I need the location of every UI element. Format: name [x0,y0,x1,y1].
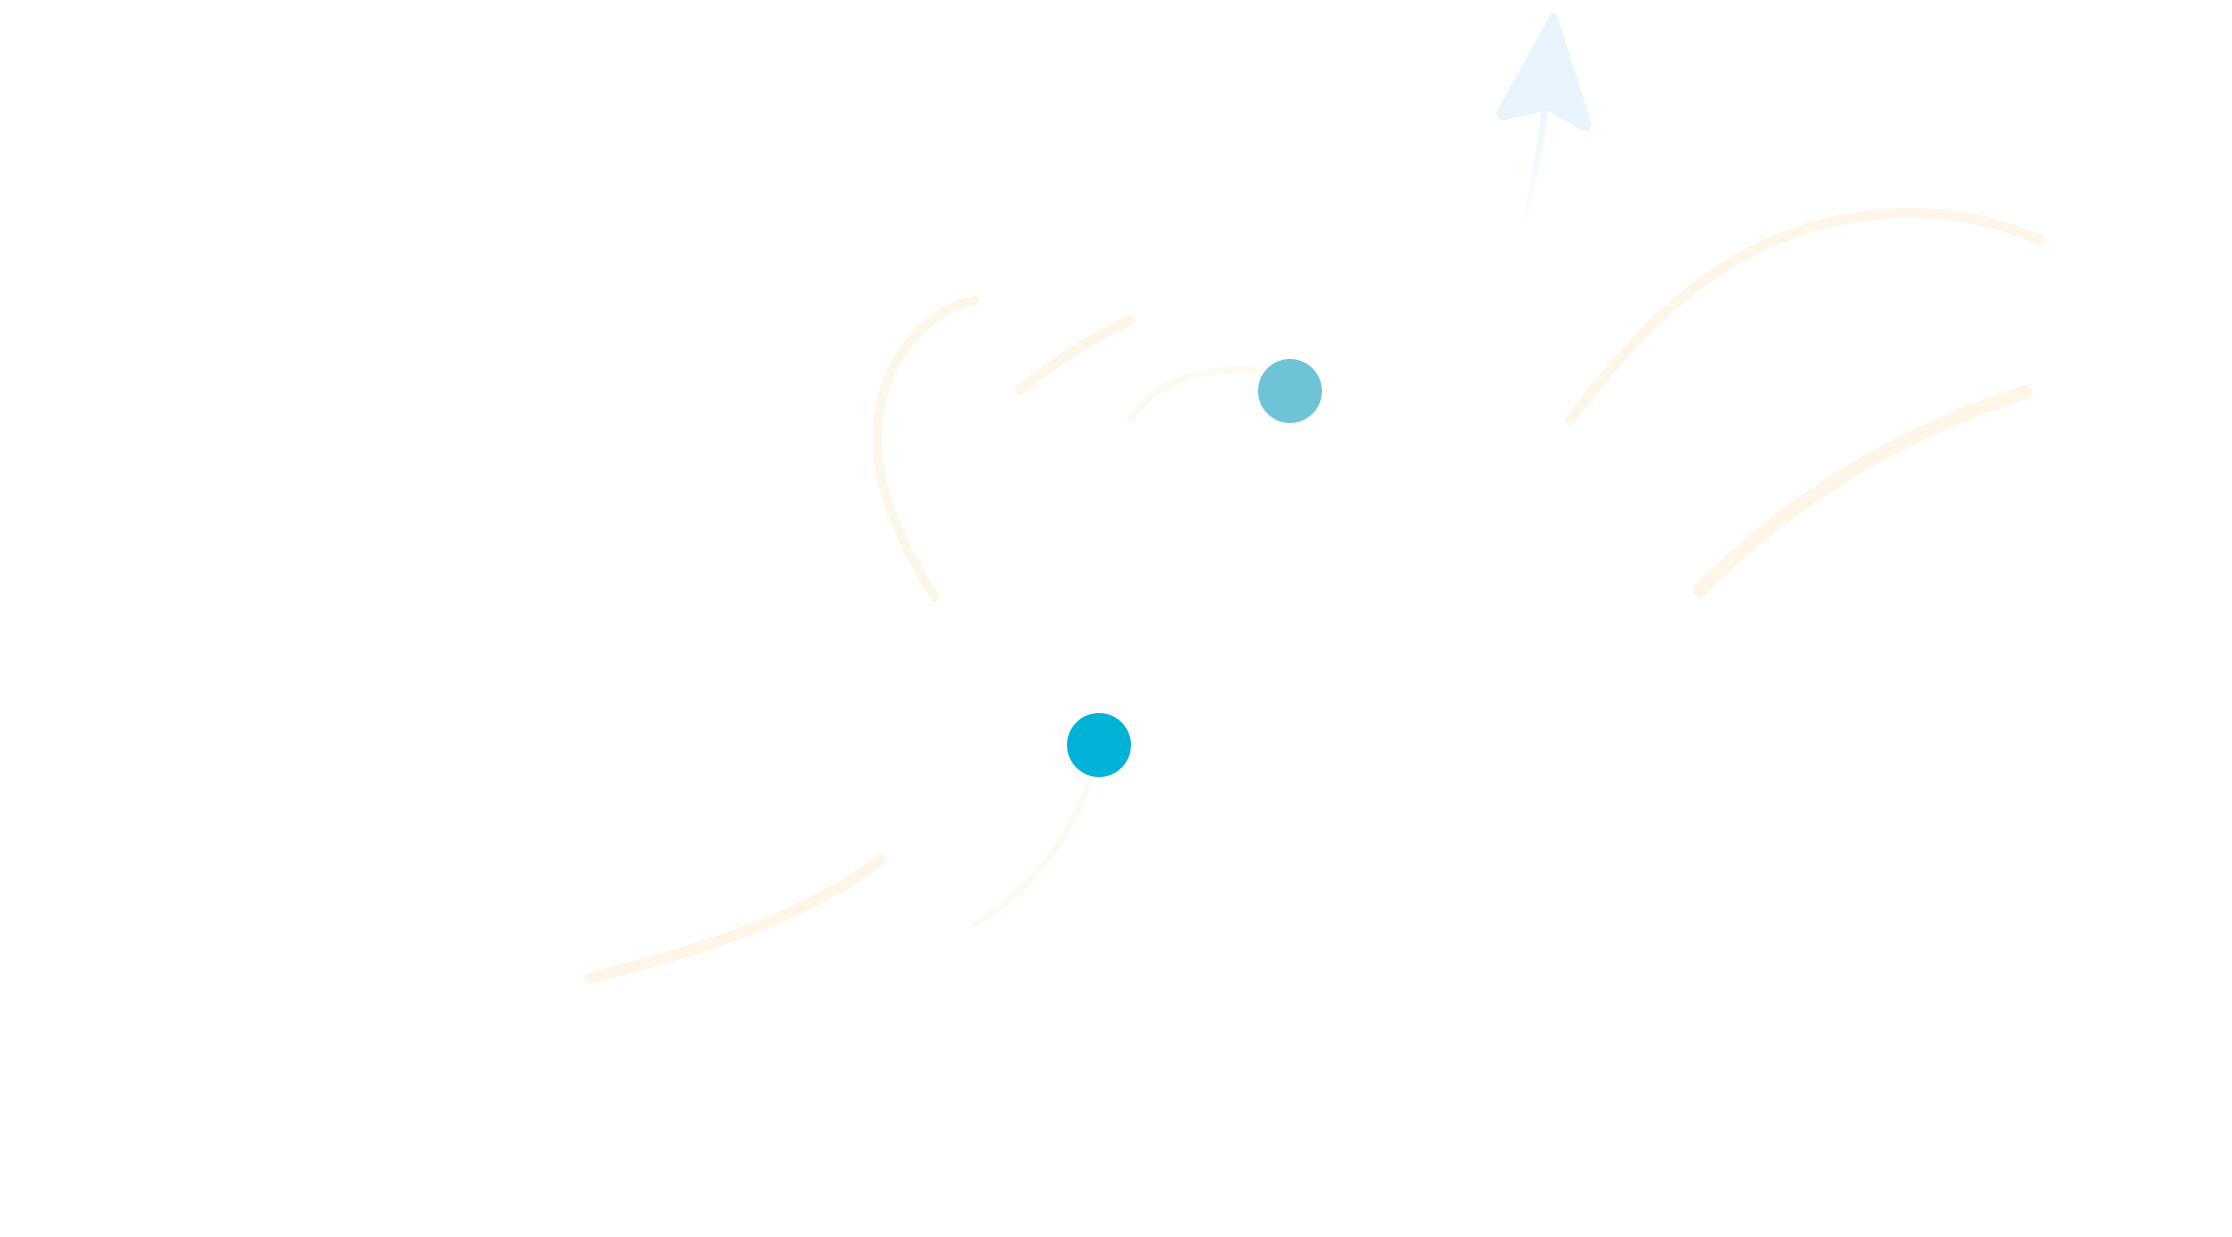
arrow-trail [1517,102,1548,238]
trail-left-arc [872,295,980,602]
secondary-dot [1258,359,1322,423]
arrow-head [1496,12,1592,131]
trail-upper-short [1015,315,1135,395]
trail-upper-right [1565,207,2045,425]
trail-below-primary-dot [972,777,1093,928]
trail-lower-left [584,854,886,984]
navigation-arrow-icon [1496,12,1592,238]
trail-right-middle [1693,385,2032,597]
primary-dot [1067,713,1131,777]
